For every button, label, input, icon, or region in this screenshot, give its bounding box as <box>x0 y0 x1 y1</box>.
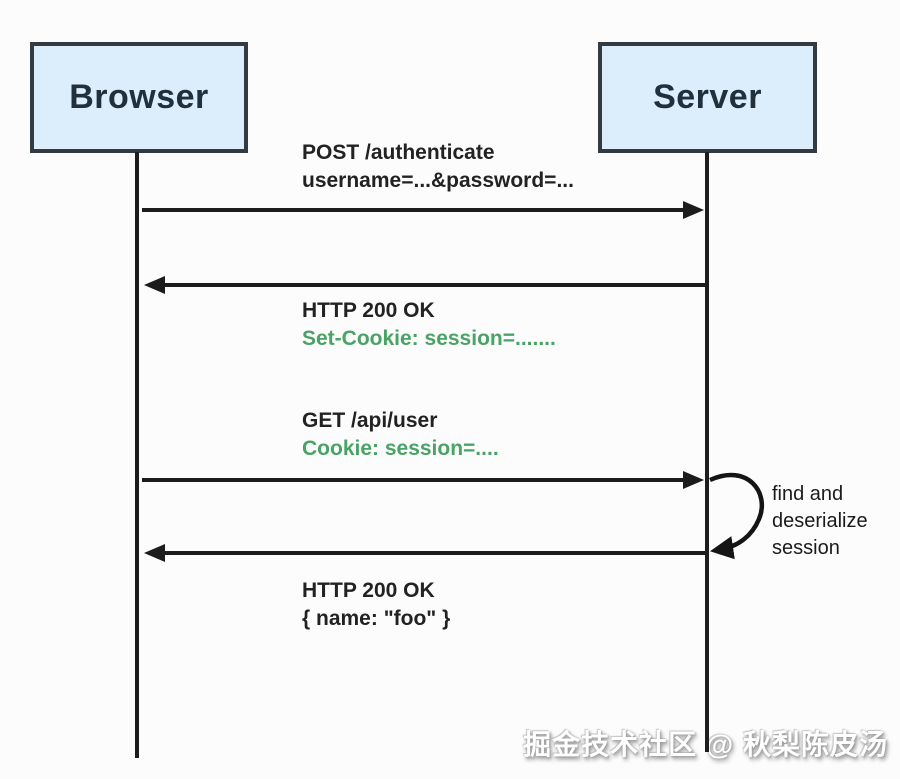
actor-box-server: Server <box>598 42 817 153</box>
message-get-api-user: GET /api/user Cookie: session=.... <box>302 407 499 463</box>
actor-label-browser: Browser <box>69 78 209 116</box>
note-find-deserialize-session: find and deserialize session <box>772 481 868 562</box>
browser-lifeline <box>135 152 139 758</box>
message-line-2: Cookie: session=.... <box>302 437 499 460</box>
message-line-1: POST /authenticate <box>302 141 495 164</box>
arrow-request-api-user <box>142 478 684 482</box>
note-line-2: deserialize <box>772 510 868 532</box>
message-line-2: Set-Cookie: session=....... <box>302 327 556 350</box>
message-api-user-response: HTTP 200 OK { name: "foo" } <box>302 577 450 633</box>
arrow-response-api-user <box>164 551 705 555</box>
arrow-request-authenticate <box>142 208 684 212</box>
server-lifeline <box>705 152 709 752</box>
arrow-response-set-cookie <box>164 283 705 287</box>
message-line-2: { name: "foo" } <box>302 607 451 630</box>
message-line-1: HTTP 200 OK <box>302 579 435 602</box>
message-line-1: GET /api/user <box>302 409 438 432</box>
message-post-authenticate: POST /authenticate username=...&password… <box>302 139 574 195</box>
self-loop-arrow <box>709 472 765 560</box>
message-line-2: username=...&password=... <box>302 169 574 192</box>
message-set-cookie-response: HTTP 200 OK Set-Cookie: session=....... <box>302 297 556 353</box>
note-line-1: find and <box>772 483 844 505</box>
actor-label-server: Server <box>653 78 762 116</box>
actor-box-browser: Browser <box>30 42 248 153</box>
message-line-1: HTTP 200 OK <box>302 299 435 322</box>
note-line-3: session <box>772 537 840 559</box>
